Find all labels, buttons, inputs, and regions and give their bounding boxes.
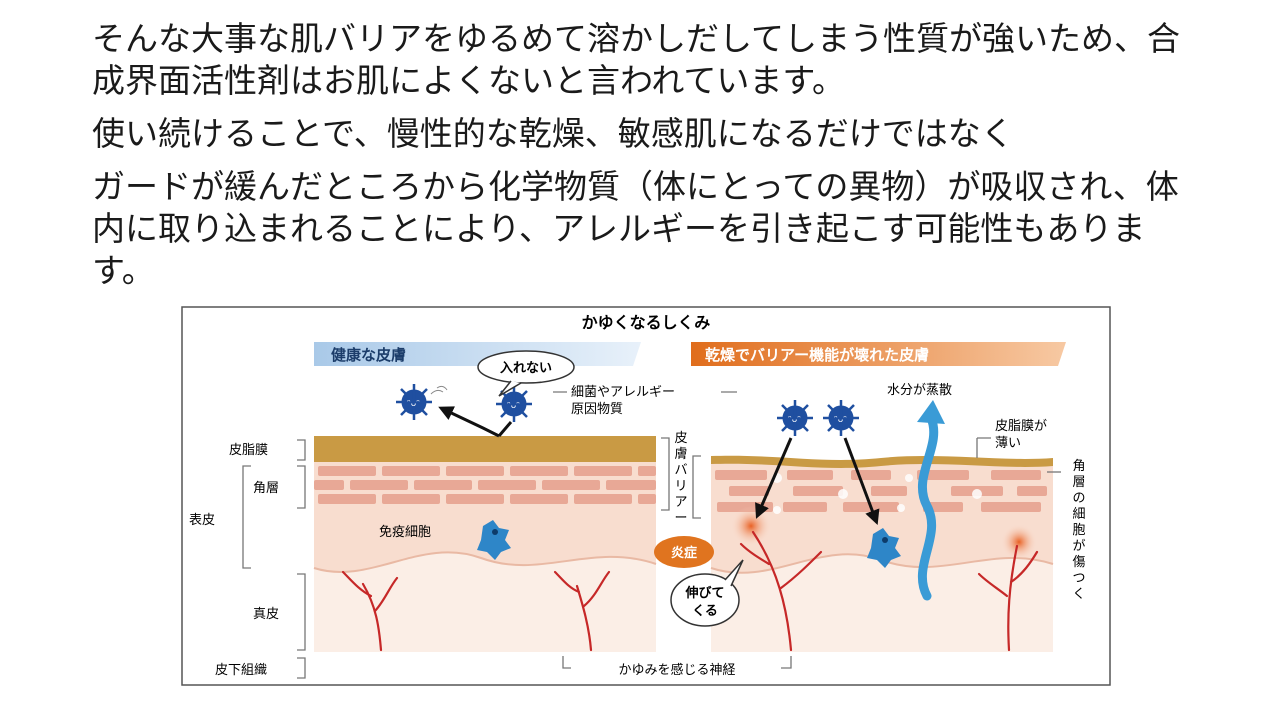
- svg-text:傷: 傷: [1072, 555, 1085, 570]
- svg-text:胞: 胞: [1072, 523, 1085, 538]
- healthy-skin-panel: [313, 436, 657, 652]
- svg-text:ー: ー: [674, 511, 687, 526]
- layer-label-subcutis: 皮下組織: [215, 663, 267, 678]
- paragraph-1: そんな大事な肌バリアをゆるめて溶かしだしてしまう性質が強いため、合成界面活性剤は…: [92, 19, 1181, 100]
- paragraph-2: 使い続けることで、慢性的な乾燥、敏感肌になるだけではなく: [92, 114, 1014, 153]
- immune-cell-label: 免疫細胞: [379, 524, 431, 540]
- nerve-grow-bubble: [670, 573, 740, 627]
- svg-text:皮: 皮: [674, 431, 687, 446]
- allergen-label-line2: 原因物質: [571, 402, 623, 417]
- svg-text:が: が: [1072, 539, 1085, 554]
- svg-text:ᵔᴗᵔ: ᵔᴗᵔ: [788, 415, 801, 425]
- svg-text:ア: ア: [674, 495, 687, 510]
- allergen-label-line1: 細菌やアレルギー: [571, 385, 675, 400]
- water-evaporation-label: 水分が蒸散: [887, 383, 952, 398]
- damaged-cells-label: 角 層 の 細 胞 が 傷 つ く: [1072, 459, 1085, 602]
- layer-label-dermis: 真皮: [253, 607, 279, 622]
- svg-text:の: の: [1072, 491, 1085, 506]
- svg-text:く: く: [1072, 587, 1085, 602]
- svg-text:ᵔᴗᵔ: ᵔᴗᵔ: [407, 399, 420, 409]
- layer-label-epidermis: 表皮: [189, 513, 215, 528]
- thin-sebum-line2: 薄い: [995, 436, 1021, 451]
- svg-text:膚: 膚: [674, 446, 687, 462]
- svg-text:つ: つ: [1072, 571, 1085, 586]
- svg-text:ᵔᴗᵔ: ᵔᴗᵔ: [507, 401, 520, 411]
- damaged-banner: [691, 342, 1066, 366]
- svg-text:層: 層: [1072, 475, 1085, 490]
- svg-text:細: 細: [1072, 507, 1085, 522]
- figure-title: かゆくなるしくみ: [582, 313, 711, 332]
- thin-sebum-line1: 皮脂膜が: [995, 419, 1047, 434]
- layer-label-sebum: 皮脂膜: [229, 443, 268, 458]
- germ-icon: [396, 384, 532, 422]
- healthy-banner-label: 健康な皮膚: [331, 346, 406, 364]
- immune-cell-icon: [477, 520, 511, 560]
- svg-text:角: 角: [1072, 459, 1085, 474]
- inflammation-label: 炎症: [671, 545, 697, 561]
- nerve-grow-line1: 伸びて: [684, 585, 724, 601]
- speech-bubble: [477, 350, 575, 384]
- svg-text:バ: バ: [674, 463, 687, 478]
- nerve-grow-line2: くる: [692, 604, 718, 619]
- svg-text:リ: リ: [674, 479, 687, 494]
- svg-text:ᵔᴗᵔ: ᵔᴗᵔ: [834, 415, 847, 425]
- layer-label-stratum: 角層: [253, 481, 279, 496]
- bubble-text: 入れない: [500, 361, 552, 376]
- damaged-banner-label: 乾燥でバリアー機能が壊れた皮膚: [705, 346, 929, 364]
- itch-mechanism-diagram: かゆくなるしくみ 健康な皮膚 乾燥でバリアー機能が壊れた皮膚: [181, 306, 1111, 686]
- barrier-label: 皮 膚 バ リ ア ー: [674, 431, 687, 526]
- inflammation-badge: [654, 536, 714, 568]
- paragraph-3: ガードが緩んだところから化学物質（体にとっての異物）が吸収され、体内に取り込まれ…: [92, 167, 1179, 290]
- itch-nerve-label: かゆみを感じる神経: [618, 662, 735, 678]
